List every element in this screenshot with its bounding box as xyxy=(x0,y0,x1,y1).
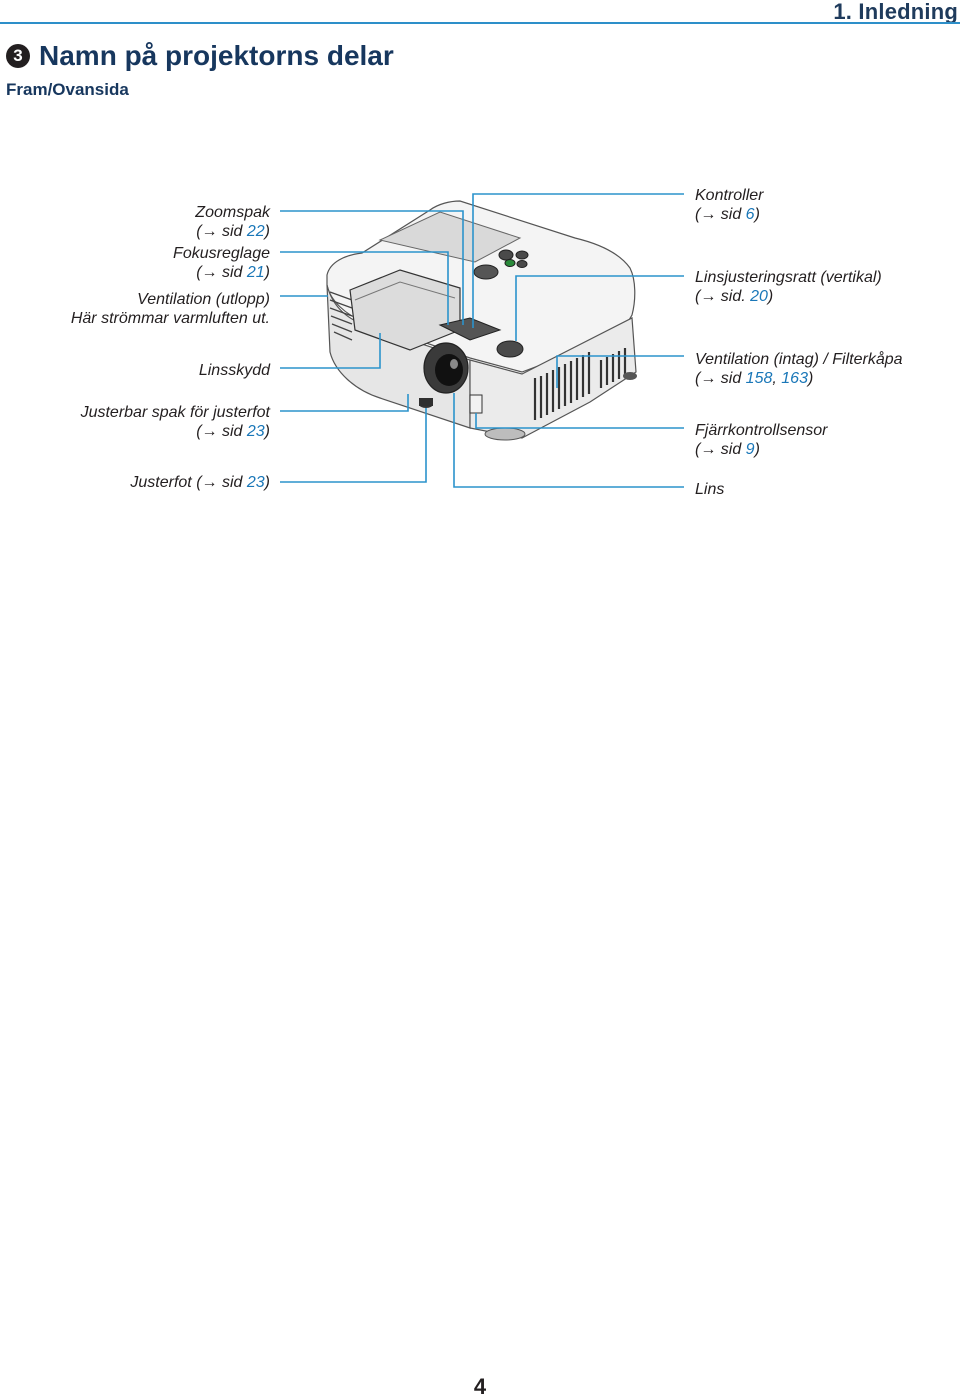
label-tilt-foot-lever: Justerbar spak för justerfot (→ sid 23) xyxy=(80,404,270,440)
section-subtitle: Fram/Ovansida xyxy=(6,80,129,99)
label-exhaust-vent: Ventilation (utlopp) Här strömmar varmlu… xyxy=(70,291,270,327)
projector-body xyxy=(326,200,637,441)
page-ref-link[interactable]: 23 xyxy=(246,423,265,440)
label-intake-vent-filter: Ventilation (intag) / Filterkåpa (→ sid … xyxy=(695,351,903,387)
page-ref-link[interactable]: 9 xyxy=(745,441,755,458)
page-ref-link[interactable]: 21 xyxy=(246,264,265,281)
label-remote-sensor: Fjärrkontrollsensor (→ sid 9) xyxy=(695,422,828,458)
label-tilt-foot: Justerfot (→ sid 23) xyxy=(130,474,270,491)
page-ref-link[interactable]: 6 xyxy=(745,206,755,223)
page-ref-link[interactable]: 22 xyxy=(246,223,265,240)
page-ref-link[interactable]: 23 xyxy=(246,474,265,491)
label-lens-shift-dial: Linsjusteringsratt (vertikal) (→ sid. 20… xyxy=(695,269,882,305)
section-number-badge: 3 xyxy=(6,44,30,68)
header-rule xyxy=(0,22,960,24)
leader-lines-right xyxy=(453,193,684,488)
projector-illustration xyxy=(280,193,684,488)
page-number: 4 xyxy=(473,1374,487,1399)
page-ref-link[interactable]: 158 xyxy=(745,370,773,387)
label-lens-cover: Linsskydd xyxy=(198,362,270,379)
section-title-text: Namn på projektorns delar xyxy=(39,40,394,71)
chapter-heading: 1. Inledning xyxy=(833,0,958,24)
page-ref-link[interactable]: 163 xyxy=(781,370,808,387)
page-ref-link[interactable]: 20 xyxy=(750,288,768,305)
section-title: 3 Namn på projektorns delar xyxy=(6,40,394,72)
label-focus-ring: Fokusreglage (→ sid 21) xyxy=(173,245,270,281)
leader-lines-left xyxy=(280,210,464,483)
label-zoom-lever: Zoomspak (→ sid 22) xyxy=(195,204,270,240)
label-lens: Lins xyxy=(695,481,725,498)
label-controls: Kontroller (→ sid 6) xyxy=(695,187,764,223)
